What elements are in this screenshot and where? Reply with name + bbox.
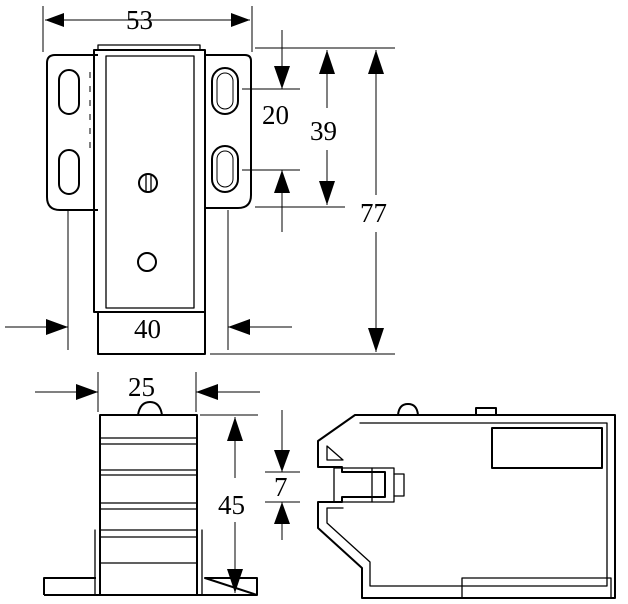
top-bump-right [475, 407, 497, 415]
left-slot-lower [58, 149, 80, 195]
dim-40-arrow-right [228, 319, 250, 335]
side-body [99, 414, 198, 596]
dim-side-width-label: 25 [128, 372, 155, 402]
top-view-inner-outline [326, 422, 608, 587]
top-bump-left [397, 403, 419, 416]
main-body [93, 49, 206, 313]
right-slot-upper-inner [216, 72, 234, 110]
dim-25-arrow-left [76, 384, 98, 400]
side-top-knob [137, 401, 163, 416]
dim-20-arrow-top [274, 66, 290, 89]
body-top-cap [97, 44, 201, 51]
top-view [317, 403, 616, 599]
main-body-inner [105, 55, 195, 309]
dim-77-arrow-bottom [368, 328, 384, 352]
dim-25-arrow-right [196, 384, 218, 400]
body-base [97, 311, 206, 355]
right-flange [205, 54, 252, 209]
mount-hole [137, 252, 157, 272]
dim-side-height-label: 45 [218, 490, 245, 520]
top-view-outline [317, 414, 616, 599]
bottom-strip [461, 577, 612, 599]
dim-20-arrow-bottom [274, 170, 290, 193]
dim-77-arrow-top [368, 50, 384, 74]
dim-total-height-label: 77 [360, 198, 387, 228]
screw-head [138, 173, 158, 193]
side-body-lower [94, 529, 203, 596]
dim-40-arrow-left [46, 319, 68, 335]
dim-slot-spacing-label: 20 [262, 100, 289, 130]
dim-53-arrow-left [45, 13, 64, 27]
right-slot-lower [211, 145, 239, 193]
dim-39-arrow-bottom [319, 181, 335, 205]
label-window [491, 427, 603, 469]
screw-slot [145, 174, 152, 192]
dim-53-arrow-right [231, 13, 250, 27]
jaw-notch [371, 467, 405, 503]
front-view: 53 20 39 77 40 [5, 5, 395, 355]
right-slot-upper [211, 67, 239, 115]
left-slot-upper [58, 69, 80, 115]
dim-jaw-gap-label: 7 [274, 472, 288, 502]
dim-39-arrow-top [319, 50, 335, 74]
dim-top-width-label: 53 [126, 5, 153, 35]
side-view: 25 45 7 [35, 372, 300, 596]
side-base-plate [43, 577, 258, 596]
side-body-bands [99, 437, 198, 564]
dim-45-arrow-top [227, 417, 243, 441]
dim-slot-span-label: 39 [310, 116, 337, 146]
dim-bottom-width-label: 40 [134, 314, 161, 344]
left-flange [46, 54, 98, 211]
right-slot-lower-inner [216, 150, 234, 188]
dim-7-arrow-top [274, 450, 290, 472]
dim-45-arrow-bottom [227, 569, 243, 593]
dim-7-arrow-bottom [274, 502, 290, 524]
jaw-block [333, 467, 395, 503]
